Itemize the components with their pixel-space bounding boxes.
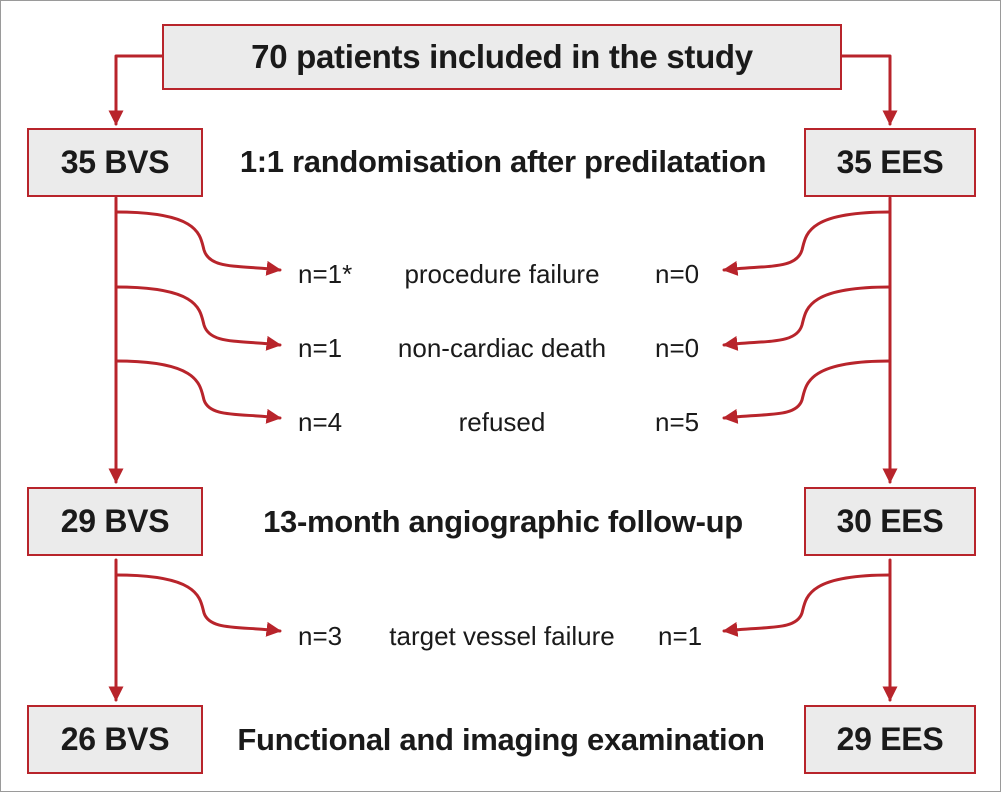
ees-exclusion-arrow — [722, 210, 892, 276]
ees-arm-box: 35 EES — [804, 128, 976, 197]
stage-title: 1:1 randomisation after predilatation — [239, 144, 767, 179]
ees-exclusion-count: n=5 — [655, 407, 700, 437]
exclusion-reason: procedure failure — [404, 259, 600, 289]
ees-exclusion-arrow — [722, 573, 892, 637]
bvs-exclusion-arrow — [114, 359, 282, 424]
bvs-arm-box: 29 BVS — [27, 487, 203, 556]
bvs-exclusion-arrow — [114, 573, 282, 637]
bvs-exclusion-count: n=3 — [298, 621, 343, 651]
ees-count: 30 EES — [836, 503, 944, 539]
ees-exclusion-count: n=1 — [658, 621, 703, 651]
ees-count: 35 EES — [836, 144, 944, 180]
stage-title: Functional and imaging examination — [237, 722, 765, 757]
ees-count: 29 EES — [836, 721, 944, 757]
ees-arm-box: 29 EES — [804, 705, 976, 774]
bvs-exclusion-arrow — [114, 285, 282, 351]
bvs-count: 29 BVS — [60, 503, 170, 539]
bvs-exclusion-count: n=1* — [298, 259, 353, 289]
split-arrow-left — [108, 54, 164, 126]
bvs-exclusion-count: n=1 — [298, 333, 343, 363]
enrolled-label: 70 patients included in the study — [251, 38, 753, 75]
bvs-arm-box: 26 BVS — [27, 705, 203, 774]
ees-exclusion-arrow — [722, 285, 892, 351]
ees-arm-box: 30 EES — [804, 487, 976, 556]
exclusion-reason: non-cardiac death — [397, 333, 607, 363]
enrolled-box: 70 patients included in the study — [162, 24, 842, 90]
exclusion-reason: refused — [458, 407, 546, 437]
bvs-count: 26 BVS — [60, 721, 170, 757]
bvs-exclusion-count: n=4 — [298, 407, 343, 437]
bvs-exclusion-arrow — [114, 210, 282, 276]
ees-exclusion-arrow — [722, 359, 892, 424]
split-arrow-right — [838, 54, 898, 126]
ees-exclusion-count: n=0 — [655, 259, 700, 289]
stage-title: 13-month angiographic follow-up — [263, 504, 743, 539]
bvs-arm-box: 35 BVS — [27, 128, 203, 197]
bvs-count: 35 BVS — [60, 144, 170, 180]
ees-exclusion-count: n=0 — [655, 333, 700, 363]
exclusion-reason: target vessel failure — [389, 621, 615, 651]
